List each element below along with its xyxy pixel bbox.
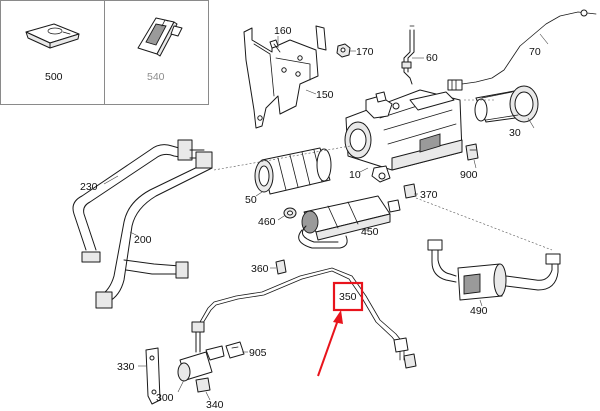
highlight-arrow xyxy=(317,316,340,377)
highlight-350[interactable]: 350 xyxy=(317,281,364,377)
clip-part-900[interactable] xyxy=(465,143,479,161)
highlight-box xyxy=(332,281,364,312)
callout-60: 60 xyxy=(426,52,438,64)
fuel-pipe-part-60[interactable] xyxy=(401,25,415,85)
inset-panel xyxy=(0,0,209,105)
air-silencer-part[interactable] xyxy=(298,195,401,249)
callout-200: 200 xyxy=(134,234,152,246)
callout-370: 370 xyxy=(420,189,438,201)
callout-230: 230 xyxy=(80,181,98,193)
nut-part-170[interactable] xyxy=(336,43,351,58)
dosing-pump-part-300[interactable] xyxy=(177,321,225,382)
leader-lines xyxy=(103,33,553,401)
callout-30: 30 xyxy=(509,127,521,139)
callout-360: 360 xyxy=(251,263,269,275)
fitting-part-360[interactable] xyxy=(275,259,287,275)
rubber-mount-part-340[interactable] xyxy=(195,377,211,393)
callout-340: 340 xyxy=(206,399,224,411)
remote-control-part[interactable] xyxy=(25,23,80,49)
clamp-part-370[interactable] xyxy=(403,183,417,199)
callout-labels: 500 540 160 170 60 70 150 30 230 10 900 … xyxy=(45,25,541,411)
callout-450: 450 xyxy=(361,226,379,238)
fuel-pump-part-490[interactable] xyxy=(427,239,561,301)
callout-490: 490 xyxy=(470,305,488,317)
callout-300: 300 xyxy=(156,392,174,404)
coolant-hose-part-230[interactable] xyxy=(72,139,205,263)
callout-350: 350 xyxy=(339,291,357,303)
callout-70: 70 xyxy=(529,46,541,58)
fuel-line-part-350[interactable] xyxy=(199,267,417,369)
cable-part-70[interactable] xyxy=(447,9,597,91)
pump-bracket-part-330[interactable] xyxy=(145,347,161,405)
callout-500: 500 xyxy=(45,71,63,83)
timer-module-part[interactable] xyxy=(137,17,183,57)
muffler-part-30[interactable] xyxy=(474,85,539,123)
callout-900: 900 xyxy=(460,169,478,181)
ring-part-460[interactable] xyxy=(283,207,297,219)
highlight-arrowhead xyxy=(333,310,343,324)
coolant-hose-part-200[interactable] xyxy=(95,151,213,309)
mounting-bracket-part[interactable] xyxy=(243,25,327,129)
callout-10: 10 xyxy=(349,169,361,181)
flex-pipe-part-50[interactable] xyxy=(254,147,332,195)
connector-part-905[interactable] xyxy=(225,341,245,359)
callout-160: 160 xyxy=(274,25,292,37)
callout-330: 330 xyxy=(117,361,135,373)
callout-150: 150 xyxy=(316,89,334,101)
callout-50: 50 xyxy=(245,194,257,206)
heater-unit-part[interactable] xyxy=(344,89,463,183)
callout-170: 170 xyxy=(356,46,374,58)
callout-905: 905 xyxy=(249,347,267,359)
callout-460: 460 xyxy=(258,216,276,228)
callout-540: 540 xyxy=(147,71,165,83)
